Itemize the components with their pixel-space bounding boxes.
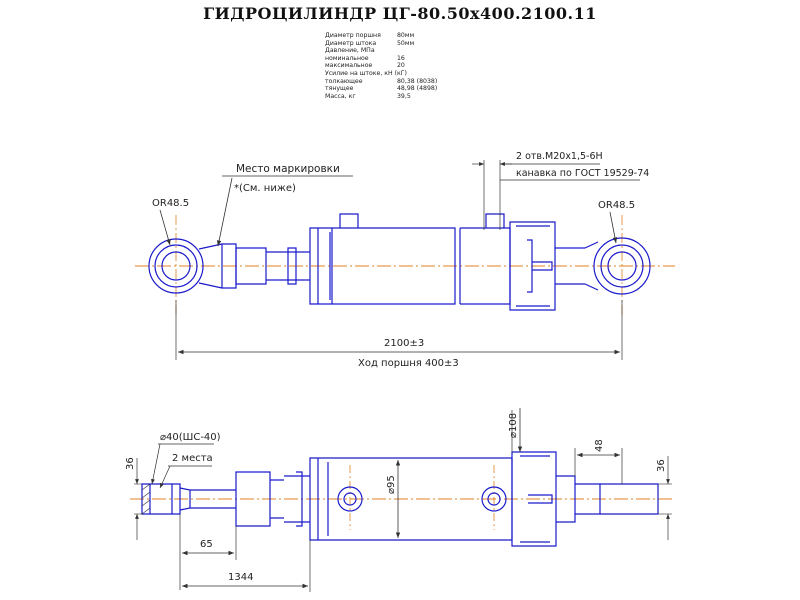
spec-row: Давление, МПа bbox=[325, 47, 375, 55]
dim-48: 48 bbox=[594, 439, 605, 452]
right-eye-mount bbox=[593, 237, 651, 295]
top-view: Место маркировки *(См. ниже) OR48.5 OR48… bbox=[135, 151, 675, 369]
dim-1344: 1344 bbox=[228, 572, 253, 583]
groove-label: канавка по ГОСТ 19529-74 bbox=[516, 168, 649, 179]
length-dimension: 2100±3 bbox=[384, 338, 424, 349]
bore-dimension: ⌀40(ШС-40) bbox=[160, 432, 221, 443]
radius-right-label: OR48.5 bbox=[598, 200, 635, 211]
radius-left-label: OR48.5 bbox=[152, 198, 189, 209]
marking-label: Место маркировки bbox=[236, 163, 340, 175]
spec-row: Усилие на штоке, кН (кГ) bbox=[325, 69, 407, 77]
bottom-view: ⌀40(ШС-40) 2 места 36 65 1344 ⌀95 bbox=[125, 408, 675, 592]
dim-65: 65 bbox=[200, 539, 213, 550]
tube-diameter: ⌀95 bbox=[386, 475, 397, 494]
cylinder-tube bbox=[309, 227, 456, 305]
width-right-dimension: 36 bbox=[656, 459, 667, 472]
marking-note: *(См. ниже) bbox=[234, 183, 296, 194]
drawing-title: ГИДРОЦИЛИНДР ЦГ-80.50х400.2100.11 bbox=[203, 4, 597, 23]
flange-diameter: ⌀108 bbox=[508, 413, 519, 438]
width-left-dimension: 36 bbox=[125, 457, 136, 470]
port-label: 2 отв.М20х1,5-6Н bbox=[516, 151, 603, 162]
stroke-dimension: Ход поршня 400±3 bbox=[358, 358, 459, 369]
places-label: 2 места bbox=[172, 453, 213, 464]
